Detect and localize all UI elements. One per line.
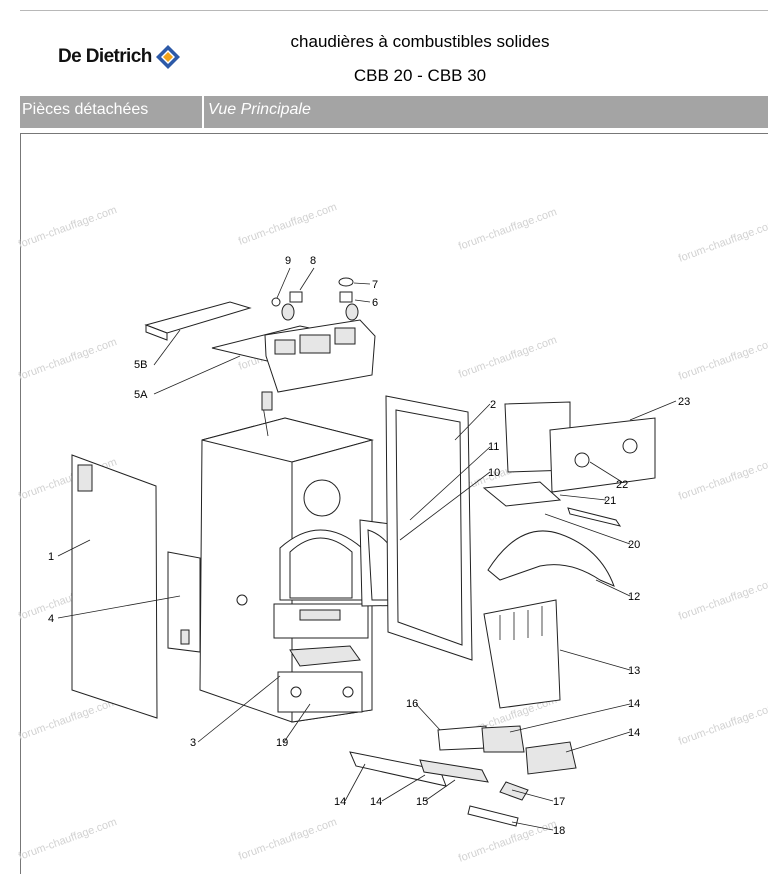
part-12-grate-dome — [487, 530, 615, 587]
part-label: 20 — [628, 539, 640, 551]
watermark: forum-chauffage.com — [677, 576, 768, 623]
part-label: 15 — [416, 796, 428, 808]
part-5b-top-rail — [144, 301, 252, 341]
watermark: forum-chauffage.com — [677, 701, 768, 748]
part-20-21-deflector — [482, 481, 622, 527]
watermark: forum-chauffage.com — [17, 696, 119, 743]
breadcrumb-bar: Pièces détachées Vue Principale — [20, 96, 768, 128]
part-label: 21 — [604, 495, 616, 507]
part-6-7-8-9-knobs — [271, 277, 359, 321]
part-4-lower-panel — [167, 551, 201, 653]
watermark: forum-chauffage.com — [457, 334, 559, 381]
part-label: 12 — [628, 591, 640, 603]
part-label: 14 — [334, 796, 346, 808]
part-label: 10 — [488, 467, 500, 479]
part-label: 23 — [678, 396, 690, 408]
top-divider — [20, 10, 768, 11]
part-label: 8 — [310, 255, 316, 267]
watermark: forum-chauffage.com — [17, 204, 119, 251]
boiler-body — [199, 391, 374, 723]
brand-name: De Dietrich — [58, 46, 152, 67]
part-label: 5B — [134, 359, 147, 371]
watermark: forum-chauffage.com — [237, 816, 339, 863]
diagram-frame — [20, 133, 768, 874]
part-label: 11 — [488, 441, 499, 453]
page-title: chaudières à combustibles solides — [290, 32, 550, 51]
part-label: 14 — [628, 698, 640, 710]
part-label: 22 — [616, 479, 628, 491]
part-14-16-tray-brush — [437, 725, 577, 775]
watermark: forum-chauffage.com — [17, 816, 119, 863]
leader-lines — [57, 267, 677, 831]
watermark: forum-chauffage.com — [677, 218, 768, 265]
part-label: 6 — [372, 297, 378, 309]
part-15-17-18-tools — [349, 751, 529, 827]
watermark: forum-chauffage.com — [677, 456, 768, 503]
watermark: forum-chauffage.com — [457, 818, 559, 865]
part-label: 1 — [48, 551, 54, 563]
part-label: 18 — [553, 825, 565, 837]
model-subtitle: CBB 20 - CBB 30 — [353, 66, 487, 85]
breadcrumb-separator — [202, 96, 204, 128]
diamond-logo-icon — [155, 45, 180, 69]
part-13-grate — [483, 599, 561, 709]
part-label: 7 — [372, 279, 378, 291]
part-label: 17 — [553, 796, 565, 808]
watermark: forum-chauffage.com — [677, 336, 768, 383]
brand-logo: De Dietrich — [58, 44, 181, 70]
part-2-front-door — [385, 395, 473, 661]
part-label: 19 — [276, 737, 288, 749]
part-label: 14 — [628, 727, 640, 739]
part-label: 5A — [134, 389, 148, 401]
part-5a-control-panel — [211, 319, 376, 393]
part-label: 16 — [406, 698, 418, 710]
part-label: 3 — [190, 737, 196, 749]
part-label: 4 — [48, 613, 54, 625]
part-label: 14 — [370, 796, 382, 808]
watermark: forum-chauffage.com — [17, 336, 119, 383]
part-23-back-plate — [504, 401, 656, 493]
part-label: 2 — [490, 399, 496, 411]
part-labels: 9 8 7 6 5B 5A 2 23 11 22 10 21 20 1 12 4… — [48, 255, 690, 837]
watermark: forum-chauffage.com — [237, 201, 339, 248]
part-label: 9 — [285, 255, 291, 267]
watermark: forum-chauffage.com — [457, 206, 559, 253]
current-view-label: Vue Principale — [208, 101, 311, 118]
part-label: 13 — [628, 665, 640, 677]
part-1-side-panel — [71, 454, 158, 719]
nav-section-link[interactable]: Pièces détachées — [22, 101, 149, 118]
